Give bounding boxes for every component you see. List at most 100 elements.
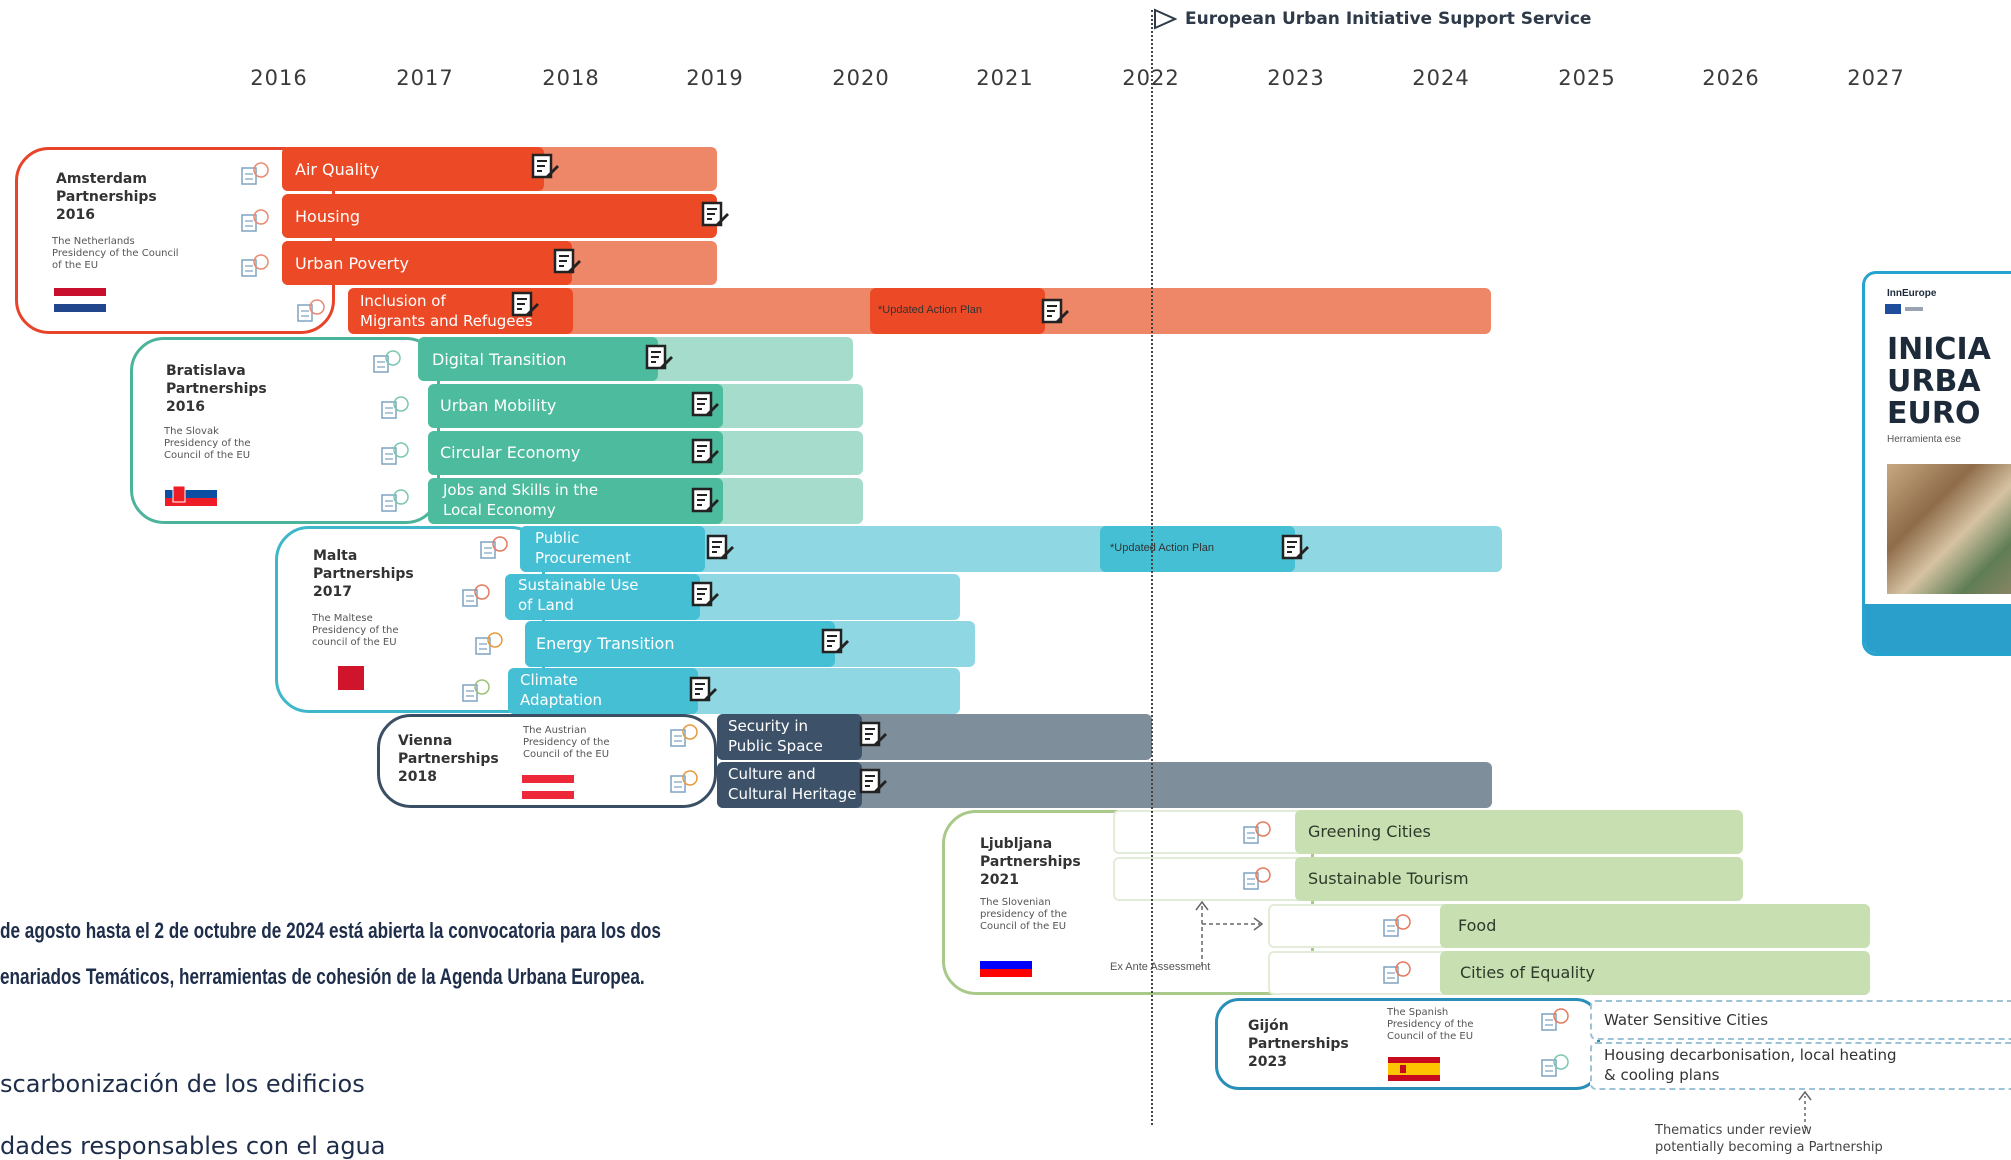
action-plan-document-icon [691, 581, 719, 607]
action-plan-document-icon [645, 344, 673, 370]
food-bar [1440, 904, 1870, 948]
partnership-label: Sustainable Use of Land [518, 576, 639, 614]
spain-flag-icon [1388, 1057, 1440, 1081]
group-name: Ljubljana Partnerships 2021 [980, 836, 1081, 888]
booklet-brand: InnEurope [1887, 288, 1937, 299]
action-plan-document-icon [821, 628, 849, 654]
partnership-label: Digital Transition [432, 350, 567, 369]
partnership-label: Housing [295, 207, 361, 226]
digital-transition-bar [418, 337, 658, 381]
ex-ante-arrow-icon [1195, 900, 1264, 966]
partnership-label: Culture and Cultural Heritage [728, 765, 857, 803]
urban-poverty-bar [282, 241, 572, 285]
theme-pictogram-icon [462, 584, 490, 607]
topic-item-2: dades responsables con el agua [0, 1132, 386, 1160]
partnership-label: Inclusion of Migrants and Refugees [360, 292, 533, 330]
support-service-label: European Urban Initiative Support Servic… [1185, 9, 1592, 29]
call-announcement-line-1: de agosto hasta el 2 de octubre de 2024 … [0, 918, 661, 943]
energy-transition-bar [525, 621, 835, 667]
support-service-header: European Urban Initiative Support Servic… [1153, 8, 1591, 30]
year-label: 2027 [1847, 66, 1905, 90]
equality-bar [1440, 951, 1870, 995]
group-description: The Slovenian presidency of the Council … [980, 897, 1068, 932]
theme-pictogram-icon [381, 489, 409, 512]
partnership-label: Security in Public Space [728, 717, 823, 755]
booklet-title: INICIA URBA EURO [1887, 332, 1991, 431]
partnership-label: Water Sensitive Cities [1604, 1011, 1769, 1029]
action-plan-document-icon [859, 768, 887, 794]
inclusion-update-bar [870, 288, 1045, 334]
slovakia-flag-icon [165, 482, 217, 506]
housing-decarb-frame [1590, 1042, 2011, 1090]
theme-pictogram-icon [1383, 961, 1411, 984]
year-label: 2026 [1702, 66, 1760, 90]
theme-pictogram-icon [1243, 867, 1271, 890]
tourism-bar [1295, 857, 1743, 901]
action-plan-document-icon [531, 153, 559, 179]
jobs-skills-bar [428, 478, 723, 524]
circular-economy-bar [428, 431, 723, 475]
action-plan-document-icon [701, 201, 729, 227]
public-procurement-bar [520, 526, 705, 572]
theme-pictogram-icon [1383, 914, 1411, 937]
partnership-label: Urban Poverty [295, 254, 409, 273]
theme-pictogram-icon [241, 162, 269, 185]
action-plan-document-icon [691, 391, 719, 417]
air-quality-bar [282, 147, 544, 191]
current-year-marker [1151, 10, 1153, 1125]
partnership-label: Cities of Equality [1460, 963, 1595, 982]
group-description: The Spanish Presidency of the Council of… [1387, 1007, 1474, 1042]
group-description: The Netherlands Presidency of the Counci… [52, 236, 179, 271]
thematics-note: Thematics under review potentially becom… [1655, 1123, 1883, 1155]
action-plan-document-icon [553, 248, 581, 274]
group-name: Bratislava Partnerships 2016 [166, 363, 267, 415]
theme-pictogram-icon [373, 350, 401, 373]
theme-pictogram-icon [670, 724, 698, 747]
booklet-cover: InnEurope INICIA URBA EURO Herramienta e… [1862, 271, 2011, 656]
booklet-subtitle: Herramienta ese [1887, 434, 1961, 445]
slovenia-flag-icon [980, 953, 1032, 977]
action-plan-document-icon [706, 534, 734, 560]
review-arrow-icon [1798, 1090, 1812, 1128]
partnership-label: Greening Cities [1308, 822, 1431, 841]
gijon-group: Gijón Partnerships 2023 The Spanish Pres… [1215, 998, 1600, 1090]
city-aerial-photo [1887, 464, 2011, 594]
group-description: The Austrian Presidency of the Council o… [523, 725, 610, 760]
group-name: Vienna Partnerships 2018 [398, 733, 499, 785]
theme-pictogram-icon [297, 299, 325, 322]
action-plan-document-icon [691, 438, 719, 464]
eu-logo-icon [1885, 304, 1923, 314]
sustainable-land-bar [505, 574, 700, 620]
group-description: The Slovak Presidency of the Council of … [164, 426, 251, 461]
amsterdam-group: Amsterdam Partnerships 2016 The Netherla… [15, 147, 335, 334]
partnership-label: Sustainable Tourism [1308, 869, 1469, 888]
malta-flag-icon [312, 666, 364, 690]
action-plan-document-icon [691, 487, 719, 513]
year-label: 2021 [976, 66, 1034, 90]
year-label: 2024 [1412, 66, 1470, 90]
partnership-label: Housing decarbonisation, local heating &… [1604, 1046, 1897, 1084]
group-name: Malta Partnerships 2017 [313, 548, 414, 600]
partnership-label: Climate Adaptation [520, 671, 603, 709]
ex-ante-label: Ex Ante Assessment [1110, 961, 1211, 973]
group-name: Amsterdam Partnerships 2016 [56, 171, 157, 223]
theme-pictogram-icon [381, 442, 409, 465]
greening-bar [1295, 810, 1743, 854]
partnership-label: Air Quality [295, 160, 380, 179]
partnership-label: Circular Economy [440, 443, 581, 462]
water-sensitive-frame [1590, 1000, 2011, 1040]
action-plan-document-icon [511, 291, 539, 317]
year-label: 2022 [1122, 66, 1180, 90]
action-plan-document-icon [859, 721, 887, 747]
partnership-label: Food [1458, 916, 1497, 935]
year-label: 2020 [832, 66, 890, 90]
inclusion-bar [348, 288, 573, 334]
theme-pictogram-icon [475, 632, 503, 655]
netherlands-flag-icon [54, 288, 106, 312]
year-label: 2023 [1267, 66, 1325, 90]
theme-pictogram-icon [480, 536, 508, 559]
culture-bar [717, 762, 862, 808]
security-bar [717, 714, 862, 760]
booklet-stripe [1865, 604, 2011, 653]
theme-pictogram-icon [381, 396, 409, 419]
